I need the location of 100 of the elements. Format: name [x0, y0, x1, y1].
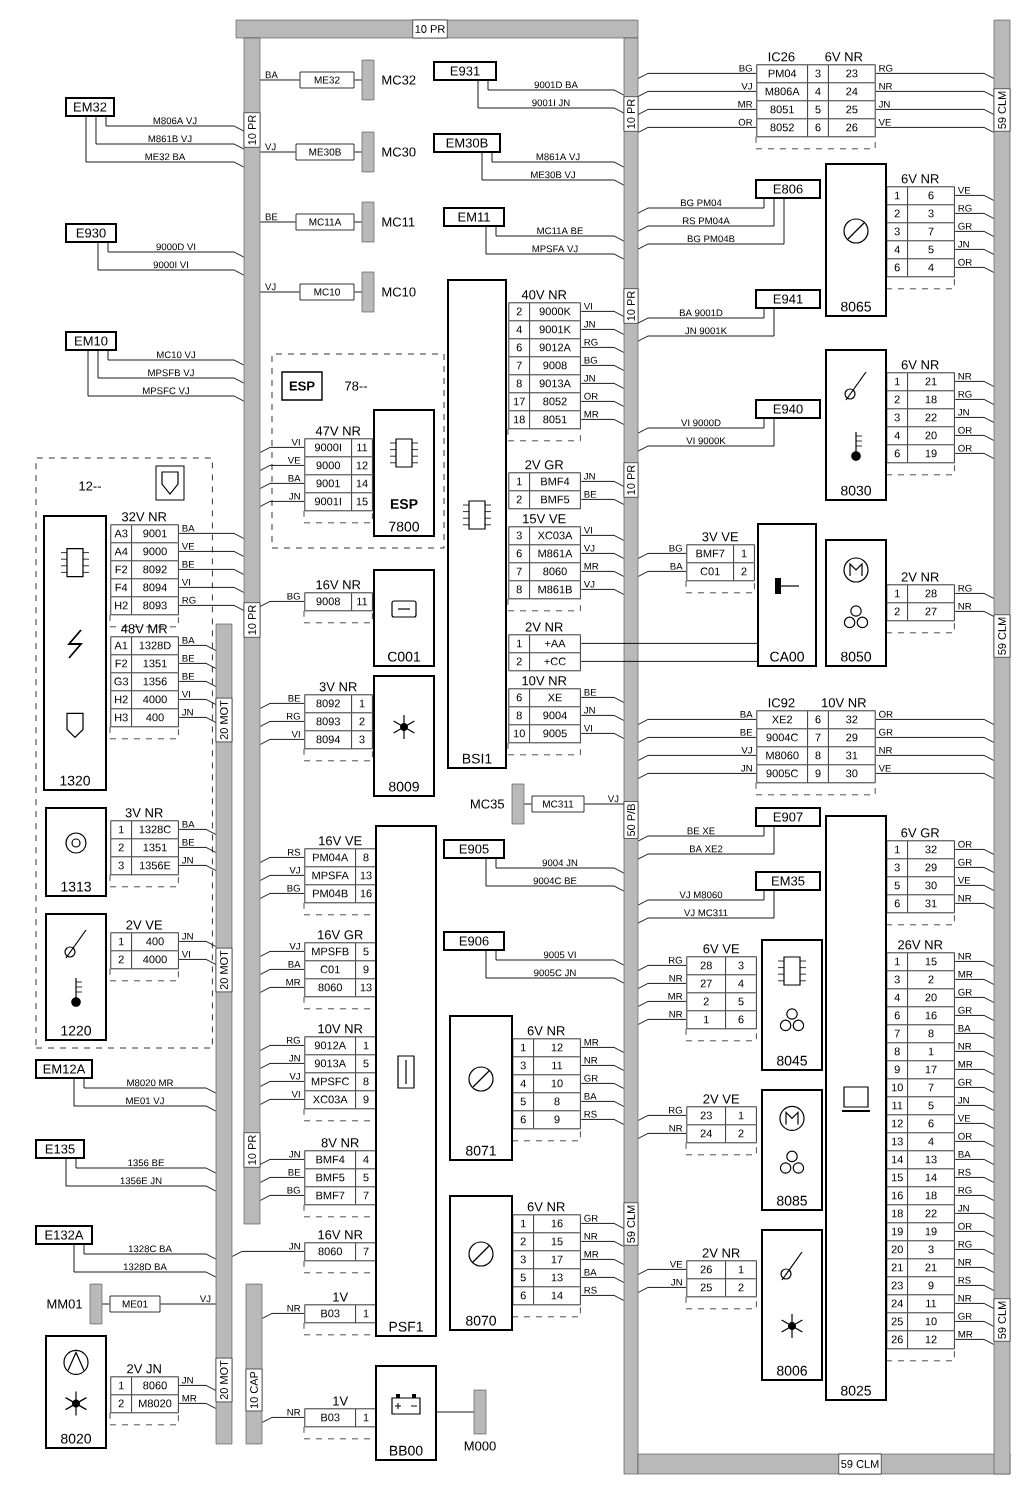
wire [580, 588, 625, 595]
wire [637, 108, 757, 115]
wire [954, 610, 995, 617]
wire [580, 364, 625, 371]
wire [580, 1276, 625, 1283]
wire [954, 1104, 995, 1111]
wire [954, 248, 995, 255]
wire [259, 968, 305, 975]
wire [580, 1082, 625, 1089]
wire [259, 702, 305, 709]
wire [178, 1402, 217, 1409]
wire [637, 718, 757, 725]
wire [875, 90, 995, 97]
wire [487, 80, 625, 96]
wire [436, 1411, 475, 1413]
wire [954, 1284, 995, 1291]
wire [954, 848, 995, 855]
wire [875, 754, 995, 761]
wire [259, 1080, 305, 1087]
wire [259, 464, 305, 471]
wire [495, 226, 625, 242]
wire [954, 1248, 995, 1255]
wire [637, 308, 775, 342]
wire [954, 212, 995, 219]
wire [954, 398, 995, 405]
wire [637, 1268, 687, 1275]
wire [637, 736, 757, 743]
wire [259, 291, 301, 293]
wire [580, 382, 625, 389]
wire [580, 642, 758, 644]
wire [580, 346, 625, 353]
wire [954, 1230, 995, 1237]
wire [353, 79, 363, 81]
wire [954, 960, 995, 967]
wire [580, 328, 625, 335]
wire [637, 1286, 687, 1293]
wire [954, 1266, 995, 1273]
wire [637, 826, 775, 860]
wire [73, 1244, 217, 1278]
wire [580, 310, 625, 317]
wire [178, 644, 217, 651]
wire [637, 90, 757, 97]
wire [261, 1312, 305, 1319]
wire [97, 242, 245, 276]
wire [580, 1222, 625, 1229]
wire [954, 1086, 995, 1093]
wire [73, 1078, 217, 1112]
wire [178, 958, 217, 965]
wire [261, 1416, 305, 1423]
wire [87, 350, 245, 402]
wire [583, 803, 625, 805]
wire [178, 604, 245, 611]
wire [637, 890, 765, 906]
wire [954, 1338, 995, 1345]
wire [178, 698, 217, 705]
wire [580, 570, 625, 577]
wire [954, 1014, 995, 1021]
wire [259, 856, 305, 863]
wire [954, 1068, 995, 1075]
wire [523, 803, 533, 805]
wire [637, 982, 687, 989]
wire [259, 1176, 305, 1183]
wire [580, 1294, 625, 1301]
wire [353, 221, 363, 223]
wire [259, 221, 297, 223]
wire [954, 266, 995, 273]
wire [954, 194, 995, 201]
wire [637, 198, 785, 250]
wire [83, 1244, 217, 1260]
wire [580, 696, 625, 703]
wire [954, 1158, 995, 1165]
wire [637, 570, 687, 577]
wire [159, 1303, 217, 1305]
wire [954, 1320, 995, 1327]
wire [495, 858, 625, 874]
wire [259, 892, 305, 899]
wire [178, 1384, 217, 1391]
wire [178, 680, 217, 687]
wire [580, 1258, 625, 1265]
wire [580, 714, 625, 721]
wire [107, 242, 245, 258]
wire [75, 1158, 217, 1174]
wire [637, 72, 757, 79]
wire [580, 400, 625, 407]
wire [954, 866, 995, 873]
wire [85, 116, 245, 168]
wire [637, 964, 687, 971]
wire [580, 1046, 625, 1053]
wire [954, 416, 995, 423]
wire [875, 72, 995, 79]
wire [954, 1140, 995, 1147]
wire [637, 198, 765, 214]
wire [178, 662, 217, 669]
wire [954, 1050, 995, 1057]
wire [178, 940, 217, 947]
wire [259, 738, 305, 745]
wire [580, 732, 625, 739]
wire [954, 434, 995, 441]
wire [637, 126, 757, 133]
wire [259, 1044, 305, 1051]
